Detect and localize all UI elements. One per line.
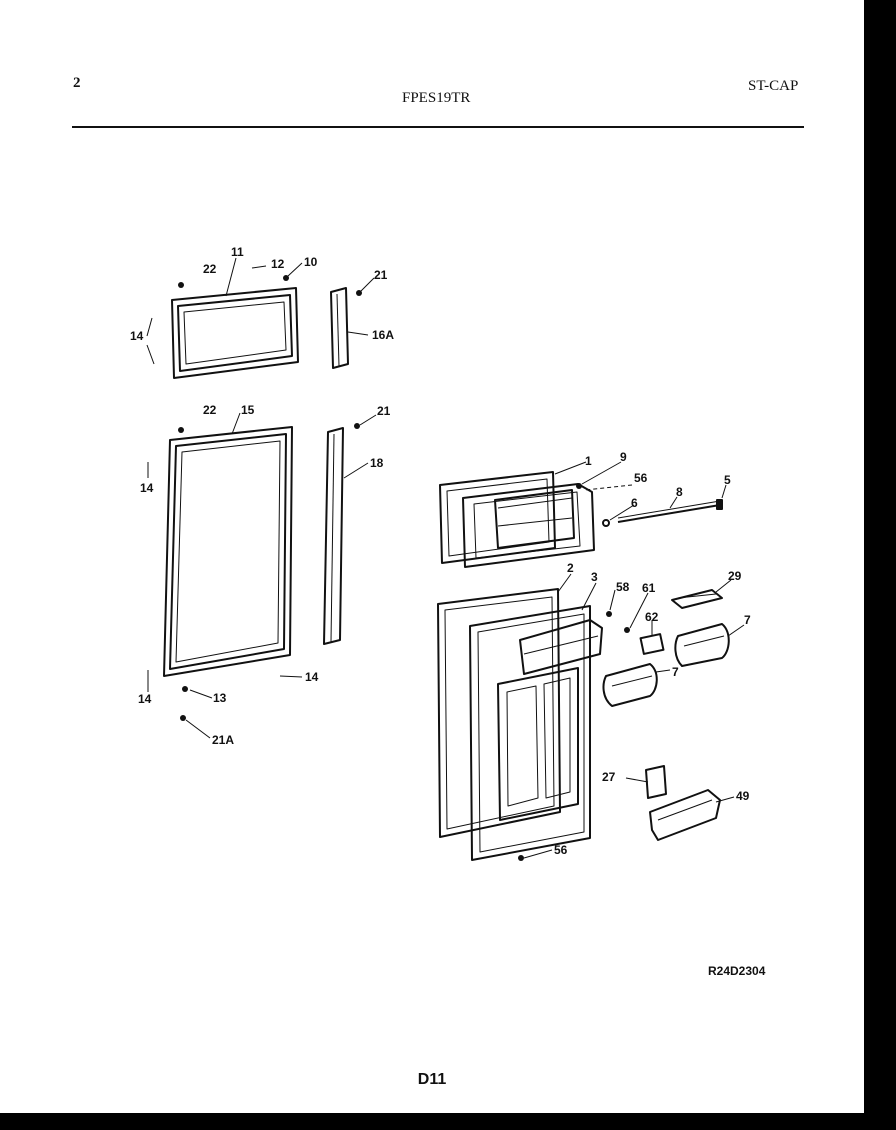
callout-6: 6: [631, 496, 638, 510]
callout-1: 1: [585, 454, 592, 468]
freezer-door-gasket: [171, 287, 299, 379]
fresh-food-door-liner: [437, 588, 603, 861]
callout-13: 13: [213, 691, 227, 705]
callout-10: 10: [304, 255, 318, 269]
shelf-rod: [602, 499, 723, 527]
freezer-handle-trim: [330, 287, 349, 369]
callout-58: 58: [616, 580, 630, 594]
callout-12: 12: [271, 257, 285, 271]
callout-5: 5: [724, 473, 731, 487]
freezer-door-liner: [439, 471, 595, 568]
callout-3: 3: [591, 570, 598, 584]
callout-14: 14: [138, 692, 152, 706]
page-footer-label: D11: [417, 1071, 447, 1088]
callout-8: 8: [676, 485, 683, 499]
callout-61: 61: [642, 581, 656, 595]
callout-15: 15: [241, 403, 255, 417]
callout-14: 14: [130, 329, 144, 343]
callout-29: 29: [728, 569, 742, 583]
figure-id: R24D2304: [708, 964, 766, 978]
page-number: 2: [73, 75, 81, 91]
model-number: FPES19TR: [402, 90, 471, 106]
callout-22: 22: [203, 403, 217, 417]
door-bin-upper: [674, 623, 730, 667]
dairy-grille: [671, 589, 723, 609]
callout-21: 21: [377, 404, 391, 418]
leader-lines: [146, 257, 745, 859]
bottom-door-bin: [649, 789, 721, 841]
callout-14: 14: [305, 670, 319, 684]
door-bin-lower: [602, 663, 658, 707]
callout-56: 56: [634, 471, 648, 485]
diagram-code: ST-CAP: [748, 78, 799, 94]
callout-7: 7: [672, 665, 679, 679]
parts-diagram-sheet: [0, 0, 864, 1113]
header-rule: [72, 126, 804, 128]
fasteners: [178, 275, 630, 861]
label-plate: [639, 633, 665, 655]
callout-14: 14: [140, 481, 154, 495]
callout-21a: 21A: [212, 733, 234, 747]
callout-56: 56: [554, 843, 568, 857]
callout-27: 27: [602, 770, 616, 784]
fresh-food-door-gasket: [163, 426, 293, 677]
callout-16a: 16A: [372, 328, 394, 342]
callout-21: 21: [374, 268, 388, 282]
bin-cover: [645, 765, 667, 799]
callout-2: 2: [567, 561, 574, 575]
callout-62: 62: [645, 610, 659, 624]
callout-11: 11: [231, 245, 244, 259]
callout-22: 22: [203, 262, 217, 276]
callout-7: 7: [744, 613, 751, 627]
callout-49: 49: [736, 789, 750, 803]
callout-18: 18: [370, 456, 384, 470]
callout-9: 9: [620, 450, 627, 464]
fresh-food-handle-trim: [323, 427, 344, 645]
